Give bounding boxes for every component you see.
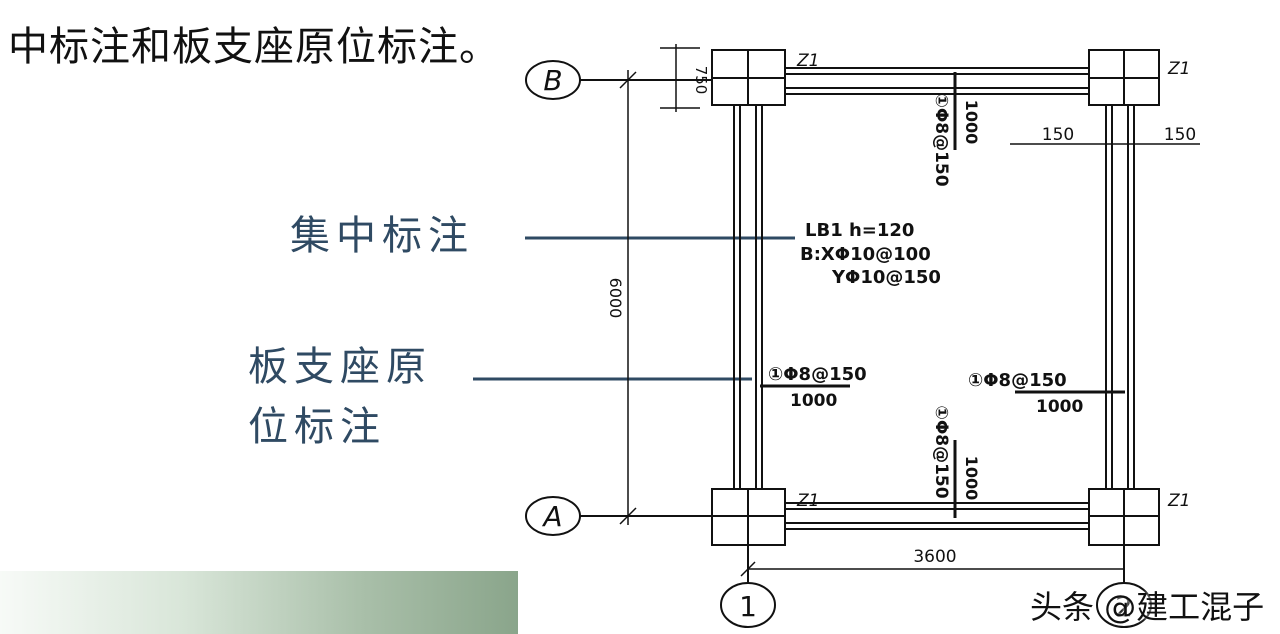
support-annotation-label-line1: 板支座原 [248, 344, 432, 390]
column-label-b1: Z1 [796, 51, 819, 71]
watermark: 头条 @建工混子 [1030, 588, 1265, 626]
rebar-bottom-label: ①Φ8@150 [931, 405, 951, 498]
rebar-top-length: 1000 [962, 100, 981, 145]
column-label-a1: Z1 [796, 491, 819, 511]
slab-note-line3: YΦ10@150 [831, 267, 941, 288]
dim-150-left-label: 150 [1042, 125, 1074, 145]
slab-note-line1: LB1 h=120 [805, 220, 914, 241]
page-heading: 中标注和板支座原位标注。 [8, 24, 500, 70]
rebar-right-length: 1000 [1036, 397, 1083, 417]
axis-b-label: B [543, 64, 562, 97]
axis-1-label: 1 [739, 590, 757, 623]
bottom-gradient-band [0, 571, 518, 634]
rebar-left-length: 1000 [790, 391, 837, 411]
rebar-bottom-length: 1000 [962, 456, 981, 501]
concentrated-annotation-label: 集中标注 [290, 213, 474, 259]
dim-150-right-label: 150 [1164, 125, 1196, 145]
support-annotation-label-line2: 位标注 [248, 404, 386, 450]
axis-b-bubble [525, 60, 581, 100]
rebar-left-label: ①Φ8@150 [768, 364, 867, 385]
axis-1-bubble [720, 582, 776, 628]
dim-3600-label: 3600 [913, 547, 956, 567]
rebar-right-label: ①Φ8@150 [968, 370, 1067, 391]
axis-2-bubble [1096, 582, 1152, 628]
column-label-b2: Z1 [1167, 59, 1190, 79]
dim-750-label: 750 [692, 66, 710, 95]
axis-2-label: 2 [1115, 590, 1133, 623]
axis-a-bubble [525, 496, 581, 536]
rebar-top-label: ①Φ8@150 [931, 93, 951, 186]
dim-6000-label: 6000 [606, 278, 625, 319]
column-label-a2: Z1 [1167, 491, 1190, 511]
axis-a-label: A [541, 500, 562, 533]
slab-note-line2: B:XΦ10@100 [800, 244, 931, 265]
